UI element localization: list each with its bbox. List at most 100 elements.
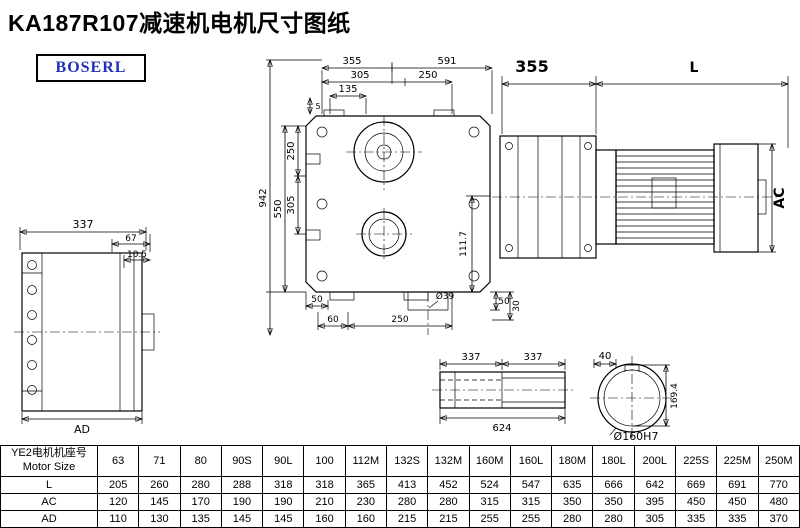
- dim-550: 550: [273, 199, 284, 218]
- table-cell: 524: [468, 476, 511, 494]
- table-cell: 395: [633, 493, 676, 511]
- fan-cowl: [713, 143, 759, 253]
- table-cell: 642: [633, 476, 676, 494]
- leader-line: [428, 300, 439, 309]
- hollow-shaft-section-view: 40 169.4 Ø160H7: [590, 351, 680, 443]
- table-cell: 145: [262, 510, 305, 528]
- table-cell: 160: [344, 510, 387, 528]
- output-bearing-circles: [346, 116, 422, 190]
- motor-size-col-header: 225S: [674, 445, 718, 477]
- flange-slot: [305, 153, 321, 165]
- table-cell: 280: [592, 510, 635, 528]
- top-lug: [433, 109, 455, 117]
- dim-40: 40: [599, 351, 612, 362]
- dim-250-left: 250: [286, 141, 297, 160]
- table-cell: 450: [716, 493, 759, 511]
- table-cell: 215: [385, 510, 429, 528]
- extension-lines: [632, 364, 670, 427]
- table-cell: 370: [757, 510, 800, 528]
- dim-d160h7: Ø160H7: [614, 430, 659, 443]
- dim-305-top: 305: [350, 70, 369, 81]
- row-label: AD: [0, 510, 98, 528]
- corner-bolt-holes: [316, 126, 480, 282]
- housing-outline: [305, 115, 491, 293]
- motor-size-header-cell: YE2电机机座号 Motor Size: [0, 445, 98, 477]
- table-cell: 450: [674, 493, 718, 511]
- table-cell: 215: [427, 510, 470, 528]
- dim-5: 5: [315, 102, 320, 111]
- dim-67: 67: [125, 234, 136, 244]
- table-cell: 318: [262, 476, 305, 494]
- dim-942: 942: [258, 188, 269, 207]
- dim-337-a: 337: [461, 352, 480, 363]
- row-label: AC: [0, 493, 98, 511]
- table-cell: 110: [96, 510, 140, 528]
- shaft-end-cap: [757, 179, 767, 215]
- row-label: L: [0, 476, 98, 494]
- dim-355: 355: [342, 56, 361, 67]
- motor-nameplate: [651, 177, 677, 209]
- table-cell: 452: [427, 476, 470, 494]
- extension-lines: [439, 359, 566, 424]
- table-cell: 305: [633, 510, 676, 528]
- table-cell: 260: [138, 476, 181, 494]
- table-cell: 120: [96, 493, 140, 511]
- table-cell: 205: [96, 476, 140, 494]
- motor-size-col-header: 80: [179, 445, 222, 477]
- dim-305-left: 305: [286, 195, 297, 214]
- logo-text: BOSERL: [55, 59, 127, 76]
- motor-size-col-header: 225M: [716, 445, 759, 477]
- dim-337: 337: [73, 218, 94, 231]
- motor-size-col-header: 132S: [385, 445, 429, 477]
- dim-135: 135: [338, 84, 357, 95]
- output-shaft-view: 337 337 624: [432, 352, 573, 434]
- dim-355-motor: 355: [515, 57, 548, 76]
- motor-size-col-header: 112M: [344, 445, 387, 477]
- table-cell: 145: [220, 510, 264, 528]
- table-cell: 635: [551, 476, 594, 494]
- motor-size-col-header: 71: [138, 445, 181, 477]
- dim-ac: AC: [772, 187, 788, 208]
- flange-bolts: [27, 260, 37, 395]
- table-cell: 280: [427, 493, 470, 511]
- table-cell: 770: [757, 476, 800, 494]
- table-cell: 666: [592, 476, 635, 494]
- dim-591: 591: [437, 56, 456, 67]
- dim-337-b: 337: [523, 352, 542, 363]
- boserl-logo: BOSERL: [36, 54, 146, 82]
- technical-drawing: 337 67 10.5 AD 355: [14, 56, 800, 443]
- table-cell: 280: [551, 510, 594, 528]
- motor-fins: [616, 155, 714, 239]
- dim-50-bottom-left: 50: [311, 295, 323, 305]
- motor-size-col-header: 180M: [551, 445, 594, 477]
- dim-169-4: 169.4: [670, 383, 680, 409]
- dim-l: L: [690, 60, 699, 76]
- motor-size-col-header: 132M: [427, 445, 470, 477]
- table-cell: 280: [179, 476, 222, 494]
- table-cell: 315: [468, 493, 511, 511]
- bottom-pad: [403, 291, 429, 301]
- motor-size-col-header: 100: [303, 445, 346, 477]
- input-bearing-circles: [356, 208, 412, 260]
- left-side-view: 337 67 10.5 AD: [14, 218, 160, 436]
- motor-size-col-header: 63: [96, 445, 140, 477]
- motor-size-col-header: 180L: [592, 445, 635, 477]
- table-cell: 335: [674, 510, 718, 528]
- header-en: Motor Size: [22, 461, 76, 473]
- housing-bolts: [505, 142, 592, 252]
- table-cell: 280: [385, 493, 429, 511]
- dim-250-top: 250: [418, 70, 437, 81]
- reducer-housing-lines: [517, 136, 581, 258]
- header-cn: YE2电机机座号: [11, 447, 87, 460]
- dim-30: 30: [512, 300, 522, 312]
- bottom-pad: [329, 291, 355, 301]
- dim-624: 624: [492, 423, 511, 434]
- extension-lines: [266, 59, 322, 293]
- table-cell: 318: [303, 476, 346, 494]
- dim-d39: Ø39: [436, 291, 455, 302]
- top-lug: [323, 109, 345, 117]
- table-cell: 365: [344, 476, 387, 494]
- table-cell: 170: [179, 493, 222, 511]
